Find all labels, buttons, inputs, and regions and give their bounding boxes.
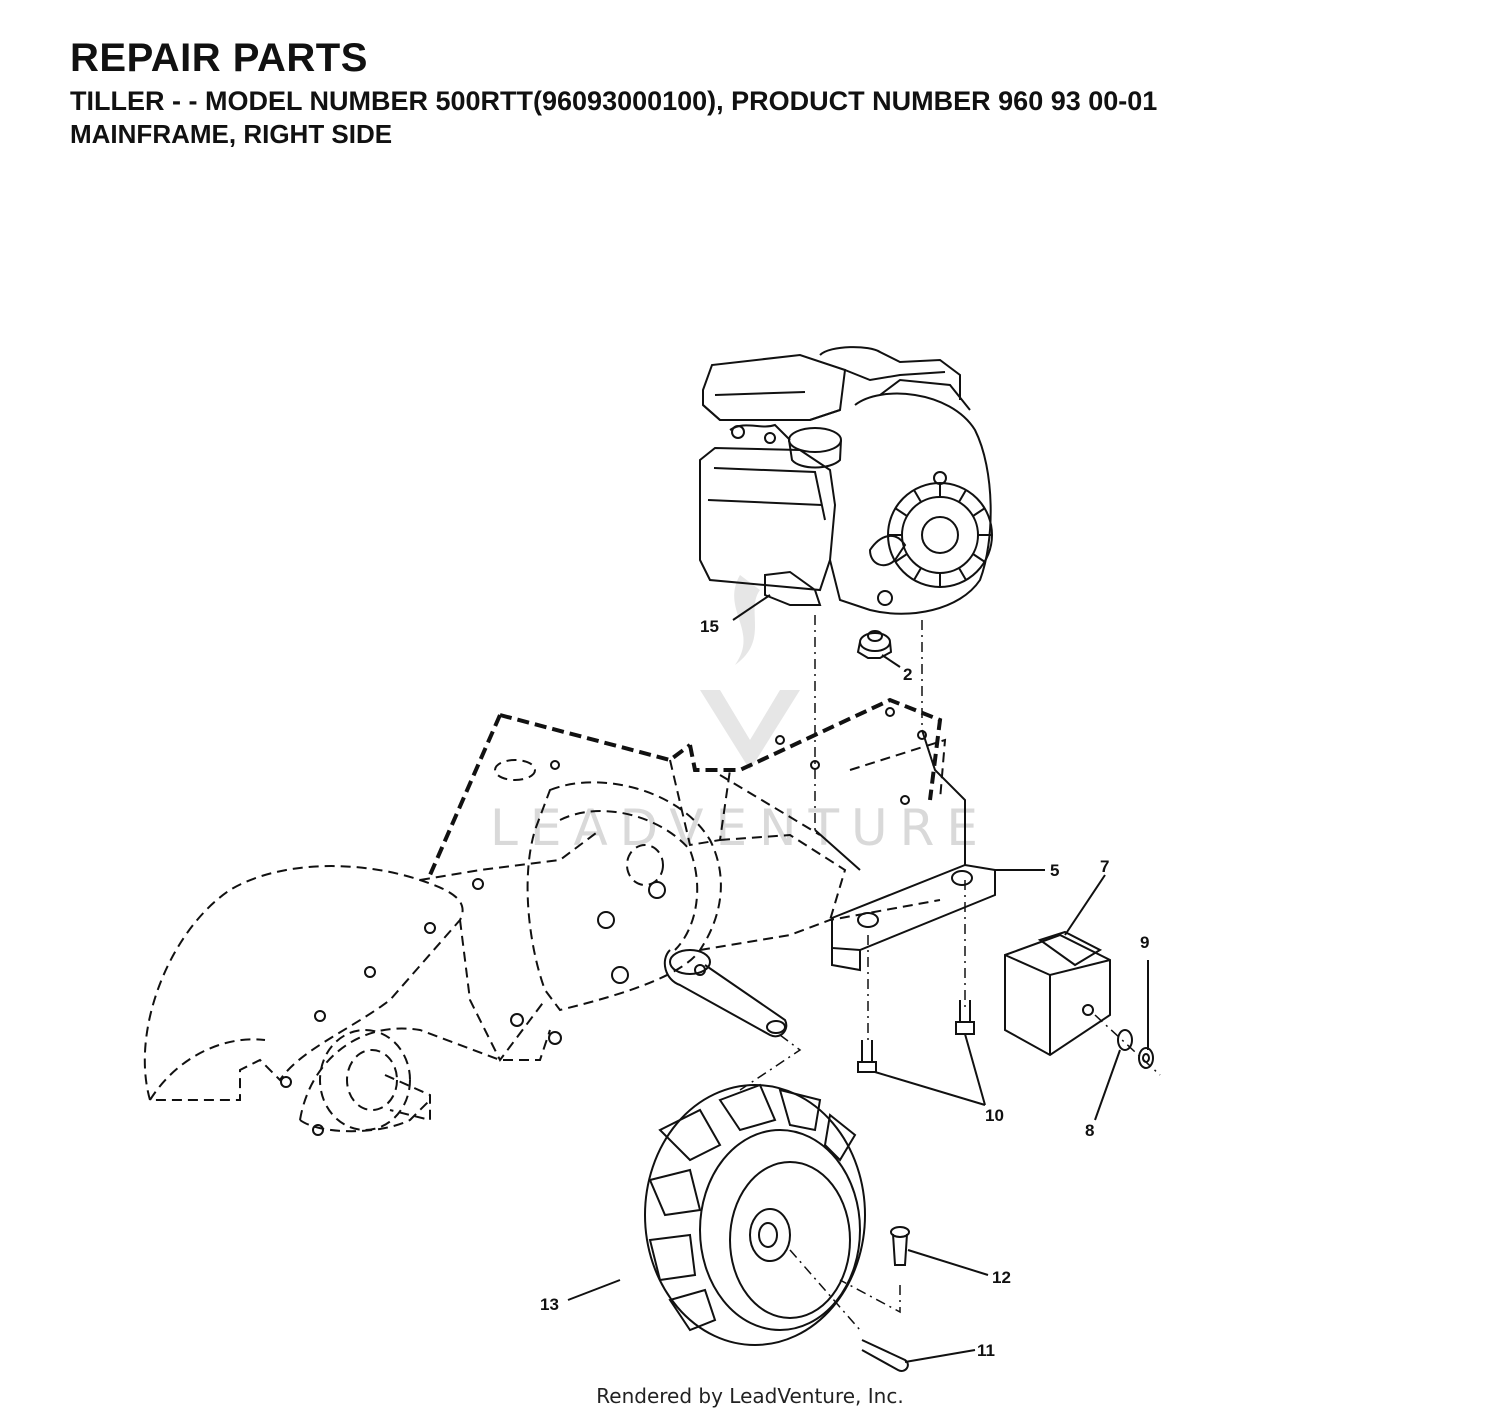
footer-credit: Rendered by LeadVenture, Inc. bbox=[596, 1384, 904, 1408]
section-title: MAINFRAME, RIGHT SIDE bbox=[70, 119, 393, 149]
mainframe-phantom bbox=[143, 697, 947, 1136]
callout-12: 12 bbox=[992, 1268, 1011, 1287]
wheel-tire-13[interactable] bbox=[644, 1083, 866, 1346]
engine-bracket-5[interactable] bbox=[814, 729, 996, 972]
lock-nut-2[interactable] bbox=[856, 630, 893, 659]
model-subtitle: TILLER - - MODEL NUMBER 500RTT(960930001… bbox=[70, 86, 1158, 116]
nut-9[interactable] bbox=[1138, 1047, 1154, 1069]
tire-treads bbox=[648, 1083, 857, 1332]
assembly-lines bbox=[739, 615, 1161, 1331]
watermark: LEADVENTURE bbox=[490, 575, 990, 857]
callout-15: 15 bbox=[700, 617, 719, 636]
clevis-pin-12[interactable] bbox=[890, 1226, 910, 1266]
callout-8: 8 bbox=[1085, 1121, 1094, 1140]
callout-13: 13 bbox=[540, 1295, 559, 1314]
engine[interactable] bbox=[699, 346, 993, 615]
watermark-text: LEADVENTURE bbox=[490, 799, 990, 857]
callout-9: 9 bbox=[1140, 933, 1149, 952]
washer-8[interactable] bbox=[1117, 1029, 1133, 1051]
weight-7[interactable] bbox=[1004, 930, 1111, 1057]
leader-lines bbox=[567, 594, 1149, 1363]
callout-10: 10 bbox=[985, 1106, 1004, 1125]
recoil-fins bbox=[888, 483, 992, 587]
callout-2: 2 bbox=[903, 665, 912, 684]
header: REPAIR PARTS TILLER - - MODEL NUMBER 500… bbox=[70, 36, 1157, 150]
page-title: REPAIR PARTS bbox=[70, 36, 368, 80]
callout-5: 5 bbox=[1050, 861, 1059, 880]
hairpin-clip-11[interactable] bbox=[861, 1339, 909, 1372]
axle-shaft[interactable] bbox=[663, 949, 788, 1038]
callout-7: 7 bbox=[1100, 857, 1109, 876]
callout-11: 11 bbox=[977, 1341, 995, 1360]
bolts-10[interactable] bbox=[857, 1000, 975, 1073]
